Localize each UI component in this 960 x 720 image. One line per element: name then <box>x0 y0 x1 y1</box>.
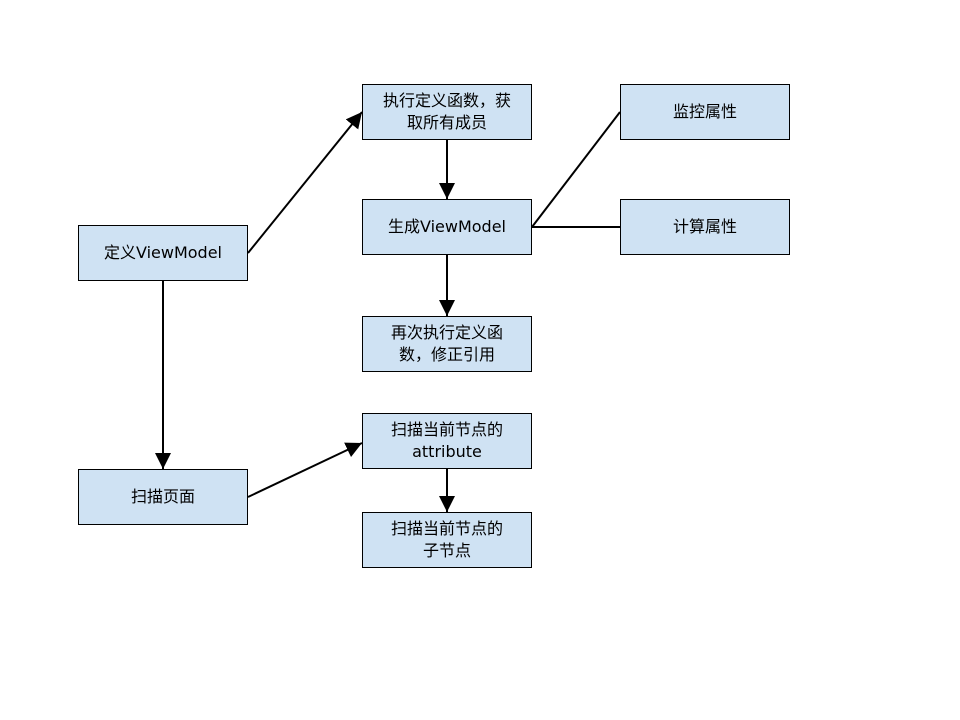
node-scan-node-attribute: 扫描当前节点的 attribute <box>362 413 532 469</box>
node-scan-node-children: 扫描当前节点的 子节点 <box>362 512 532 568</box>
node-define-viewmodel: 定义ViewModel <box>78 225 248 281</box>
edge-gen-to-watch <box>531 111 621 228</box>
node-generate-viewmodel: 生成ViewModel <box>362 199 532 255</box>
edge-scanpage-to-scanattr <box>247 442 363 498</box>
node-scan-page: 扫描页面 <box>78 469 248 525</box>
node-computed-properties: 计算属性 <box>620 199 790 255</box>
edge-define-to-exec <box>247 111 363 254</box>
node-exec-define-function: 执行定义函数，获 取所有成员 <box>362 84 532 140</box>
node-watch-properties: 监控属性 <box>620 84 790 140</box>
node-reexec-define-function: 再次执行定义函 数，修正引用 <box>362 316 532 372</box>
